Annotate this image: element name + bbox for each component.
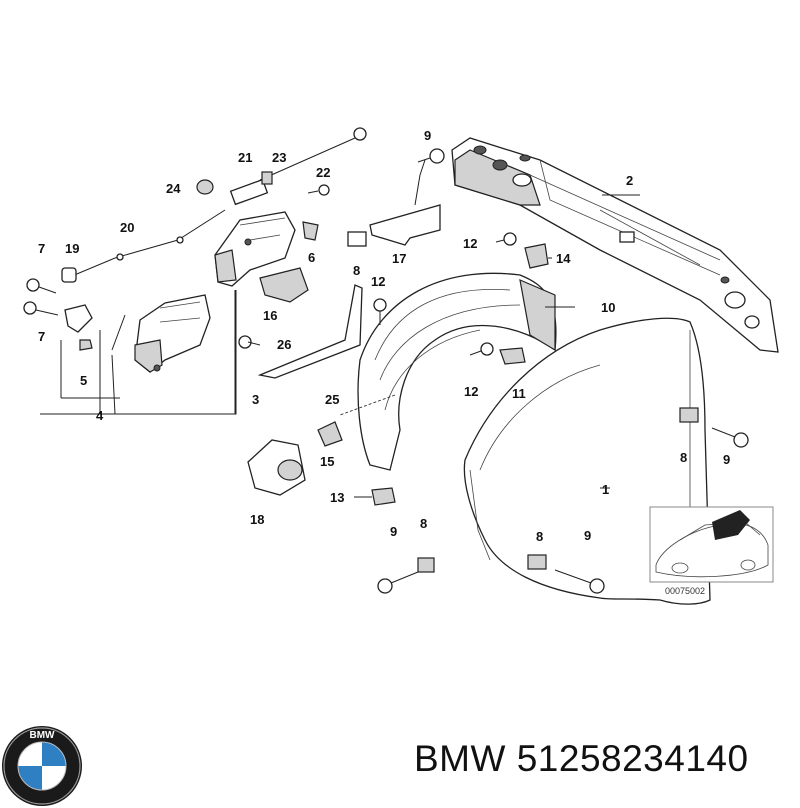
callout-16: 16 xyxy=(263,308,277,323)
callout-12b: 12 xyxy=(371,274,385,289)
callout-9d: 9 xyxy=(584,528,591,543)
brand-name: BMW xyxy=(414,738,506,779)
callout-labels: 1 2 3 4 5 6 7 7 8 8 8 8 9 9 9 9 10 11 12… xyxy=(38,128,730,544)
callout-8a: 8 xyxy=(353,263,360,278)
callout-7a: 7 xyxy=(38,241,45,256)
wheel-arch-liner xyxy=(339,272,557,471)
callout-6: 6 xyxy=(308,250,315,265)
callout-9c: 9 xyxy=(390,524,397,539)
callout-18: 18 xyxy=(250,512,264,527)
callout-17: 17 xyxy=(392,251,406,266)
callout-24: 24 xyxy=(166,181,181,196)
callout-12c: 12 xyxy=(464,384,478,399)
callout-2: 2 xyxy=(626,173,633,188)
callout-8b: 8 xyxy=(680,450,687,465)
callout-5: 5 xyxy=(80,373,87,388)
logo-lettering: BMW xyxy=(30,730,56,741)
callout-10: 10 xyxy=(601,300,615,315)
callout-23: 23 xyxy=(272,150,286,165)
callout-26: 26 xyxy=(277,337,291,352)
callout-7b: 7 xyxy=(38,329,45,344)
callout-1: 1 xyxy=(602,482,609,497)
callout-22: 22 xyxy=(316,165,330,180)
leader-lines xyxy=(40,194,640,498)
callout-9a: 9 xyxy=(424,128,431,143)
callout-8c: 8 xyxy=(420,516,427,531)
bmw-logo: BMW xyxy=(2,726,82,806)
callout-3: 3 xyxy=(252,392,259,407)
part-number: 51258234140 xyxy=(516,738,749,779)
callout-4: 4 xyxy=(96,408,104,423)
callout-11: 11 xyxy=(512,386,526,401)
callout-14: 14 xyxy=(556,251,571,266)
callout-19: 19 xyxy=(65,241,79,256)
callout-8d: 8 xyxy=(536,529,543,544)
callout-9b: 9 xyxy=(723,452,730,467)
diagram-ref-code: 00075002 xyxy=(665,586,705,596)
location-inset: 00075002 xyxy=(649,506,774,596)
callout-15: 15 xyxy=(320,454,334,469)
callout-12a: 12 xyxy=(463,236,477,251)
callout-20: 20 xyxy=(120,220,134,235)
part-caption: BMW 51258234140 xyxy=(414,738,749,780)
lid-assembly xyxy=(134,211,296,373)
callout-21: 21 xyxy=(238,150,252,165)
callout-13: 13 xyxy=(330,490,344,505)
frame-rail xyxy=(451,137,779,353)
callout-25: 25 xyxy=(325,392,339,407)
hardware xyxy=(23,127,749,594)
